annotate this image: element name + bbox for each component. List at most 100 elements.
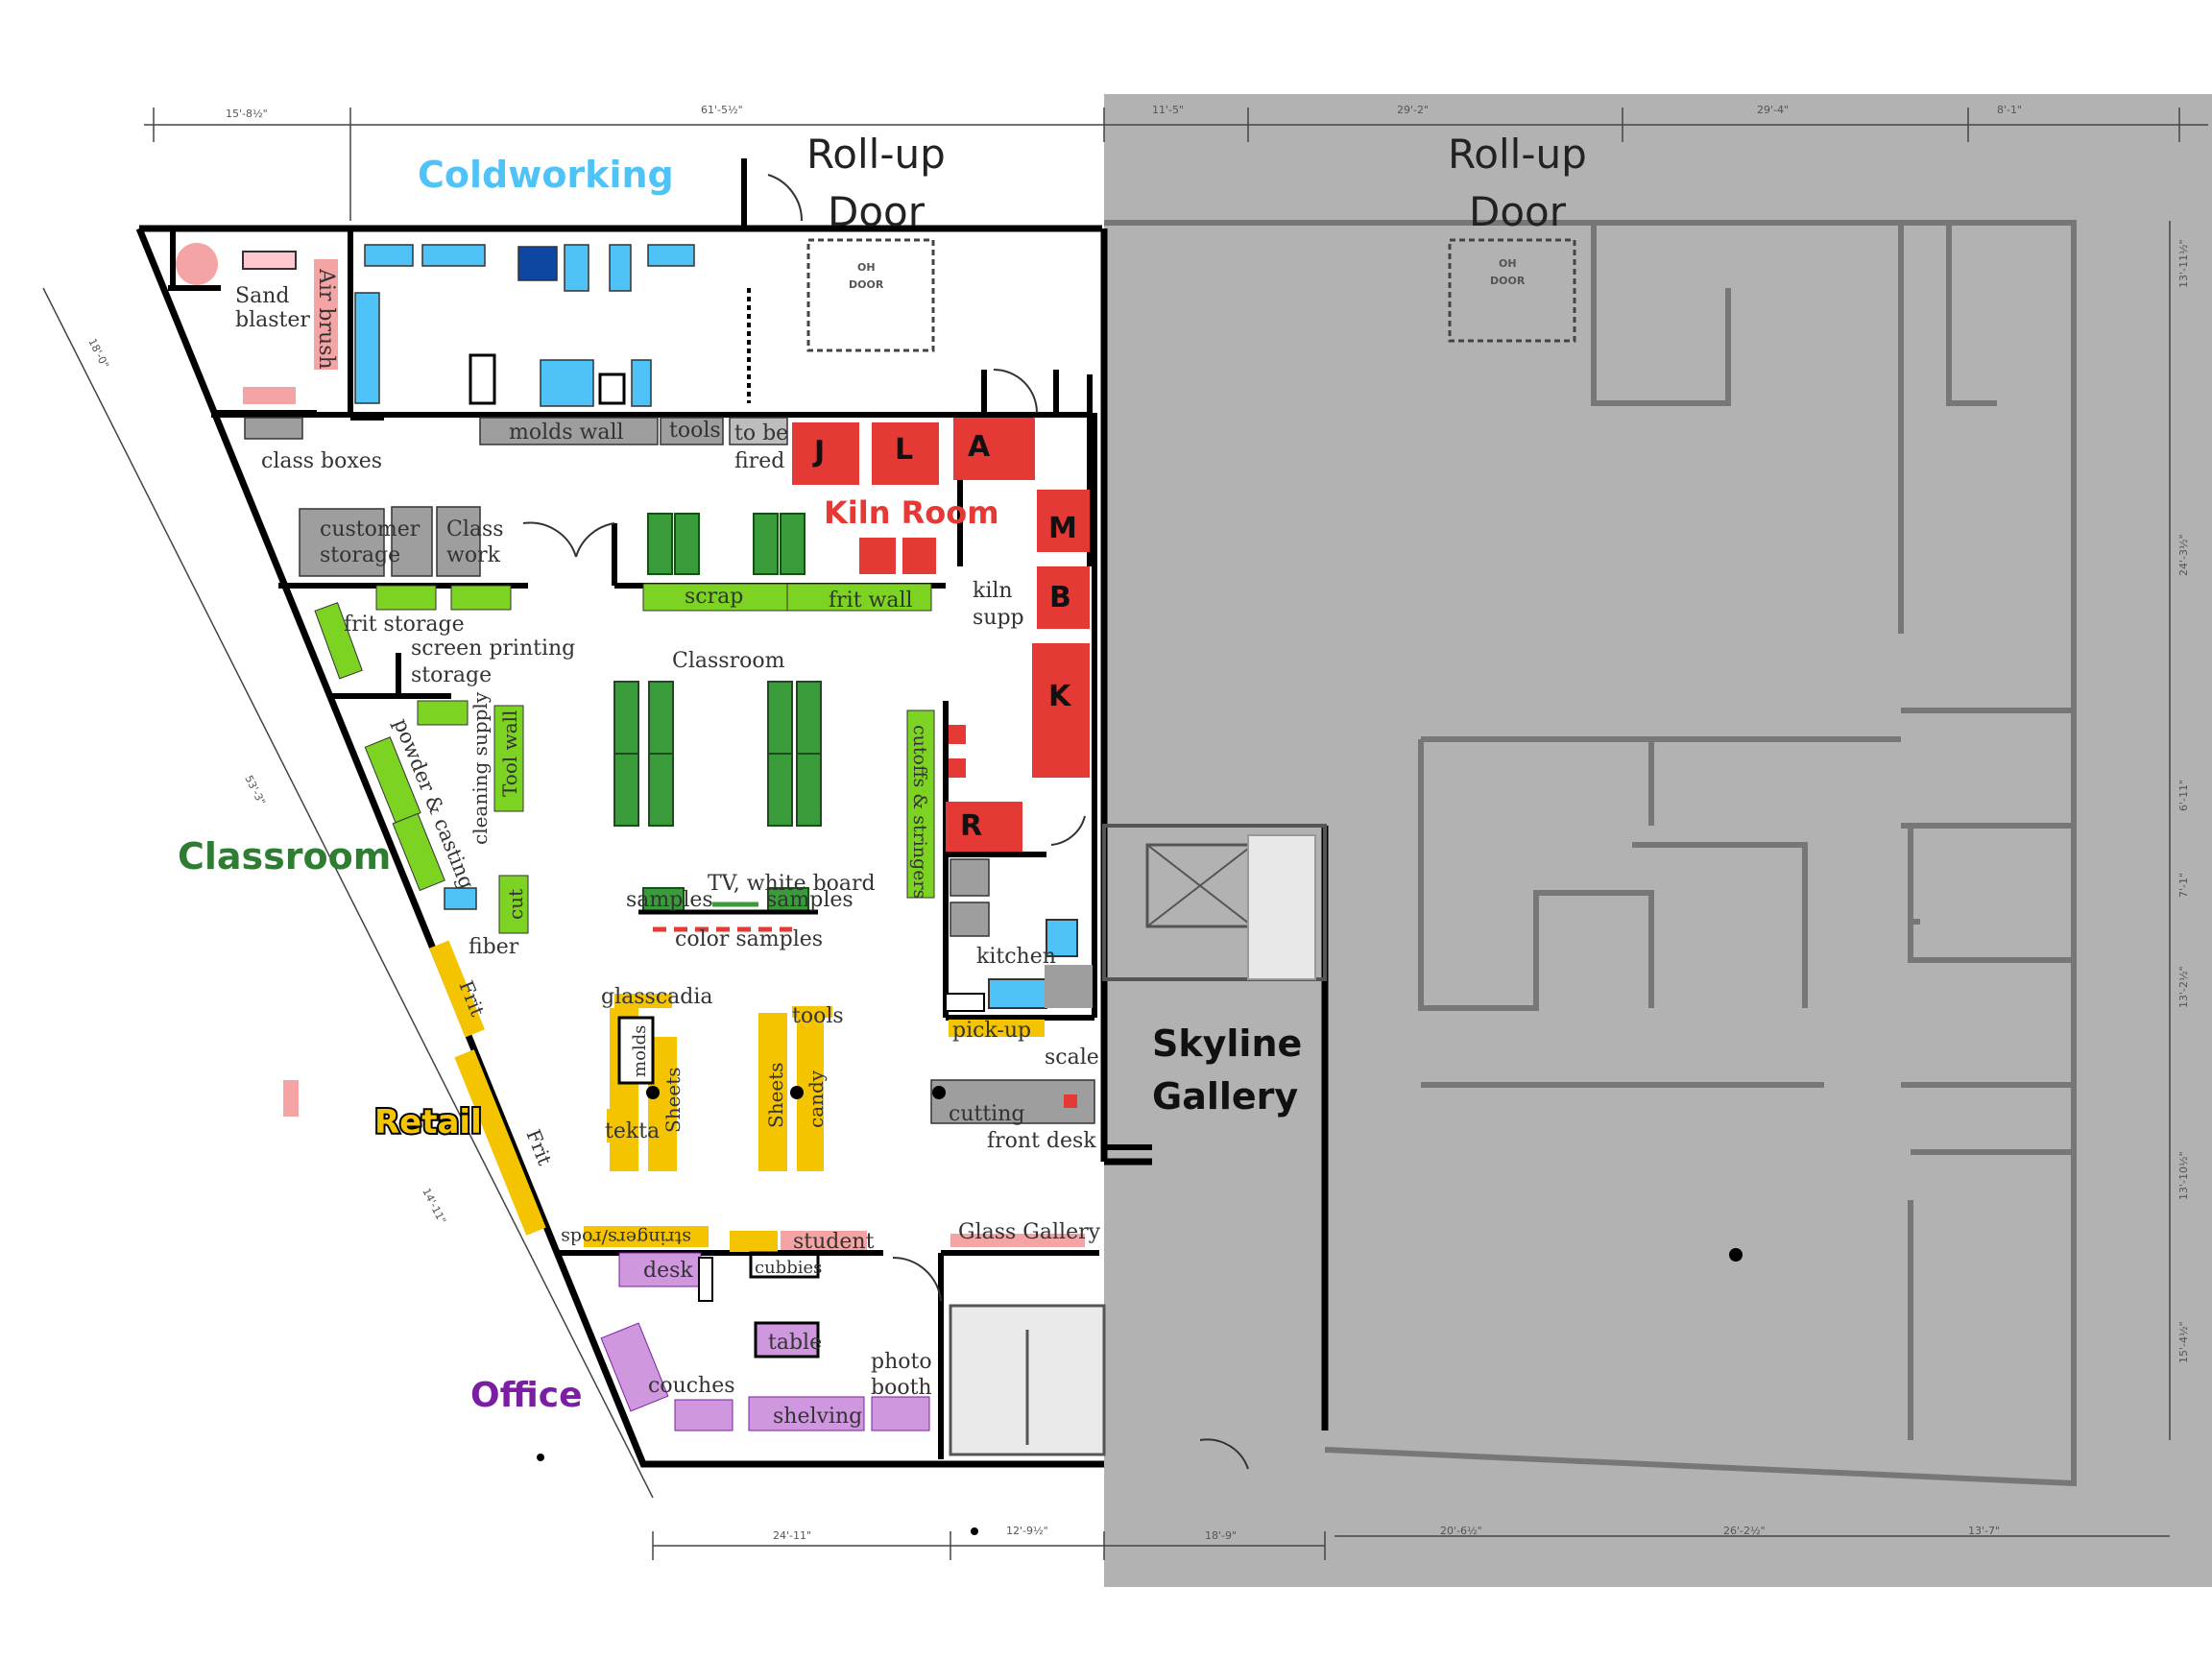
zone-kiln-room: Kiln Room	[824, 494, 999, 531]
label-frit-storage: frit storage	[344, 613, 465, 637]
cubbies-outline	[749, 1251, 820, 1279]
label-desk: desk	[643, 1259, 693, 1283]
overhead-door	[806, 238, 1576, 352]
rollup-door-gray-label-2: Door	[1469, 188, 1567, 235]
label-screen-printing: screen printing	[411, 637, 575, 661]
molds-cabinet	[617, 1016, 655, 1085]
dim-15: 13'-7"	[1968, 1525, 2000, 1537]
zone-coldworking: Coldworking	[418, 154, 674, 196]
kiln-units	[792, 418, 1090, 1108]
label-sheets-2: Sheets	[764, 1062, 787, 1128]
label-scale: scale	[1045, 1046, 1099, 1070]
equipment-outline	[469, 353, 496, 405]
label-storage: storage	[320, 543, 400, 567]
kiln-r	[946, 802, 1022, 852]
label-sand: Sand	[235, 284, 289, 308]
dim-4: 29'-2"	[1397, 104, 1429, 116]
label-cut: cut	[504, 889, 527, 920]
label-glass-gallery: Glass Gallery	[958, 1220, 1101, 1244]
dim-5: 29'-4"	[1757, 104, 1789, 116]
label-tv-whiteboard: TV, white board	[708, 872, 876, 896]
label-kiln: kiln	[973, 579, 1013, 603]
kiln-b-label: B	[1049, 581, 1071, 614]
label-student: student	[793, 1230, 875, 1254]
label-candy: candy	[805, 1070, 828, 1128]
kiln-k	[1032, 643, 1090, 778]
kiln-r-label: R	[960, 809, 982, 843]
label-blaster: blaster	[235, 308, 310, 332]
label-cutoffs: cutoffs & stringers	[909, 725, 930, 899]
dim-6: 8'-1"	[1997, 104, 2022, 116]
kiln-small-4	[949, 758, 966, 778]
label-tekta: tekta	[605, 1119, 660, 1143]
kitchen-block	[1045, 965, 1093, 1008]
dim-9: 14'-11"	[420, 1186, 448, 1226]
air-brush-station	[314, 259, 338, 370]
dimension-lines	[42, 108, 2208, 1560]
kiln-small-2	[902, 538, 936, 574]
label-supp: supp	[973, 606, 1024, 630]
blueprint-gray-lower	[1325, 826, 2212, 1587]
kiln-small-5	[1064, 1094, 1077, 1108]
label-fiber: fiber	[469, 935, 519, 959]
dim-11: 12'-9½"	[1006, 1525, 1048, 1537]
equipment-outline-2	[598, 373, 626, 405]
dim-8: 53'-3"	[242, 773, 268, 806]
label-tool-wall: Tool wall	[498, 710, 521, 797]
oh-door-gray-label-2: DOOR	[1490, 275, 1526, 287]
kiln-small-1	[859, 538, 896, 574]
label-customer: customer	[320, 517, 421, 541]
label-kitchen: kitchen	[976, 945, 1056, 969]
zone-gallery: Gallery	[1152, 1075, 1298, 1118]
dim-7: 18'-0"	[85, 336, 111, 370]
label-frit-wall: frit wall	[829, 589, 913, 613]
kiln-a-label: A	[968, 430, 991, 464]
kiln-j-label: J	[812, 435, 825, 469]
pink-pad-top	[242, 251, 297, 270]
label-molds: molds	[630, 1025, 650, 1077]
label-glasscadia: glasscadia	[601, 985, 713, 1009]
dim-14: 26'-2½"	[1723, 1525, 1766, 1537]
label-tools-top: tools	[669, 419, 721, 443]
kiln-a	[953, 418, 1035, 480]
label-pick-up: pick-up	[952, 1019, 1031, 1043]
label-samples-right: samples	[766, 888, 854, 912]
label-air-brush: Air brush	[314, 268, 338, 370]
restrooms	[949, 1304, 1106, 1456]
office-furniture	[600, 1252, 930, 1431]
label-front-desk: front desk	[987, 1129, 1096, 1153]
elevator-core	[1102, 824, 1327, 981]
dim-r7: 15'-4½"	[2177, 1321, 2190, 1363]
zone-skyline: Skyline	[1152, 1022, 1302, 1065]
green-shelving	[314, 583, 935, 934]
rollup-door-gray-label-1: Roll-up	[1448, 131, 1587, 178]
kiln-l-label: L	[895, 433, 913, 467]
label-frit-2: Frit	[521, 1126, 556, 1168]
zone-classroom: Classroom	[178, 835, 391, 878]
door-swings	[522, 174, 1249, 1470]
rollup-door-label-1: Roll-up	[806, 131, 946, 178]
label-fired: fired	[734, 449, 784, 473]
kiln-m	[1037, 490, 1090, 552]
kitchen-counter	[988, 978, 1047, 1009]
pink-marker	[283, 1080, 299, 1117]
dim-r2: 24'-3½"	[2177, 534, 2190, 576]
label-class-boxes: class boxes	[261, 449, 382, 473]
oh-door-gray-label-1: OH	[1499, 257, 1517, 270]
blueprint-walls	[1104, 220, 2077, 1487]
fixture-dots	[537, 1086, 1743, 1535]
label-table: table	[768, 1331, 822, 1355]
oh-door-label-1: OH	[857, 261, 876, 274]
classroom-tables	[613, 513, 822, 913]
pink-pad-bottom	[243, 387, 296, 404]
label-booth: booth	[871, 1376, 932, 1400]
label-couches: couches	[648, 1374, 735, 1398]
label-cutting: cutting	[949, 1102, 1024, 1126]
kiln-m-label: M	[1048, 512, 1077, 545]
kitchen-sink	[1046, 919, 1078, 957]
dim-3: 11'-5"	[1152, 104, 1184, 116]
dim-2: 61'-5½"	[701, 104, 743, 116]
label-color-samples: color samples	[675, 927, 823, 951]
label-cleaning-supply: cleaning supply	[469, 691, 492, 845]
label-to-be: to be	[734, 421, 788, 445]
